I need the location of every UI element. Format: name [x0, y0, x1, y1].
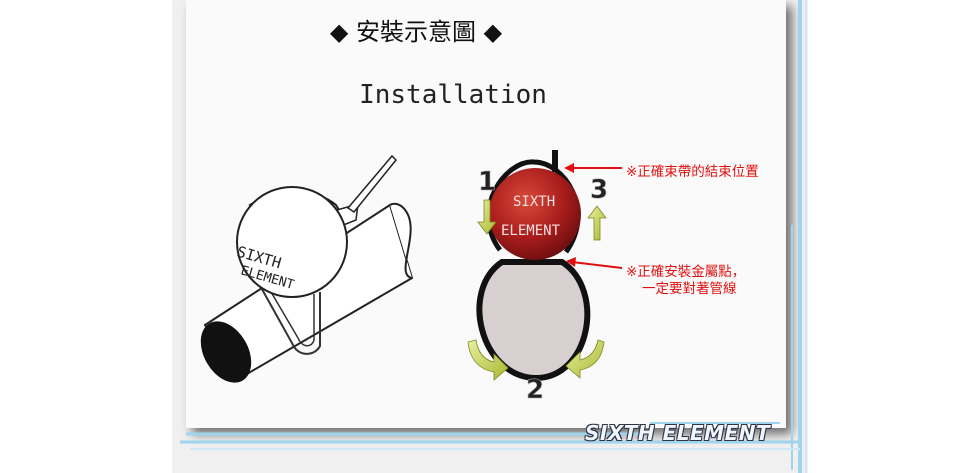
note-strap-end-position: ※正確束帶的結束位置: [626, 164, 759, 180]
page-title-chinese: ◆ 安裝示意圖 ◆: [329, 18, 503, 46]
brand-logo-text: SIXTH ELEMENT: [585, 421, 771, 445]
red-ball-label-line1: SIXTH: [513, 194, 555, 210]
strap-tail: [346, 154, 398, 214]
step-number-2: 2: [526, 375, 544, 405]
page-title-english: Installation: [359, 80, 547, 110]
arrow-up-icon: [587, 205, 607, 241]
arrow-down-icon: [477, 199, 497, 235]
red-ball: [489, 168, 581, 260]
pointer-arrow-2: [566, 257, 623, 269]
pipe-cross-section: [476, 259, 591, 382]
left-ball-drawing: [236, 186, 348, 298]
pointer-arrow-1: [564, 163, 622, 173]
step-number-3: 3: [590, 175, 608, 205]
step-number-1: 1: [478, 167, 496, 197]
red-ball-label-line2: ELEMENT: [501, 223, 561, 239]
strap-end: [552, 150, 558, 172]
arrow-curve-left-icon: [467, 339, 509, 381]
pipe-end: [200, 321, 252, 383]
arrow-curve-right-icon: [565, 339, 605, 379]
clip-loop: [257, 281, 321, 355]
note-metal-point-line2: 一定要對著管線: [642, 281, 737, 297]
note-metal-point-line1: ※正確安裝金屬點，: [626, 264, 746, 280]
